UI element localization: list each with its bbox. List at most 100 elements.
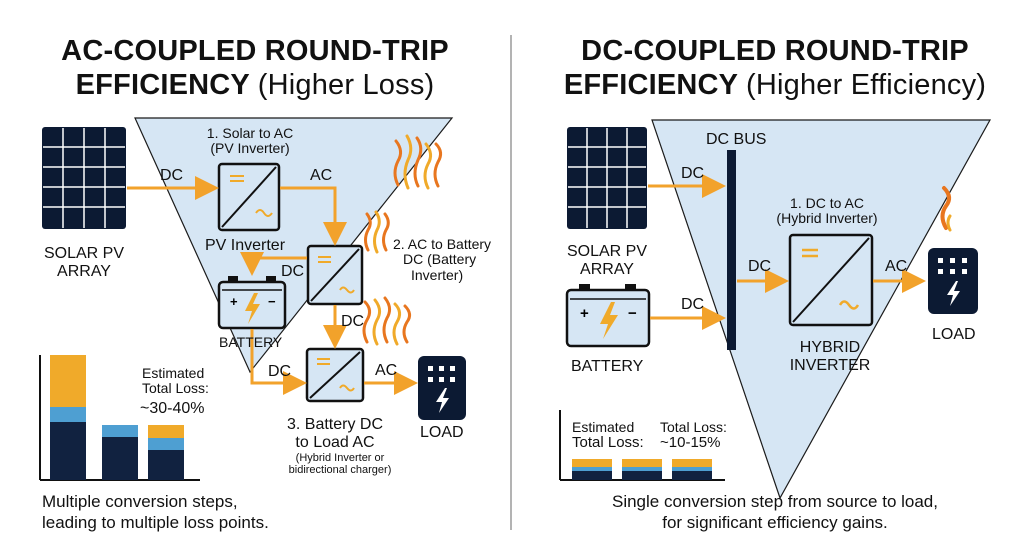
left-loss-label-line1: Estimated — [142, 365, 205, 381]
left-load-label: LOAD — [420, 424, 464, 441]
right-loss-bar-1-segment-1 — [572, 471, 612, 480]
right-ac-label: AC — [885, 258, 908, 275]
left-solar-panel-icon — [42, 127, 126, 229]
left-loss-bar-1-segment-3 — [50, 355, 86, 407]
left-heat-loss-icon-3 — [362, 296, 412, 346]
left-battery-label: BATTERY — [219, 334, 283, 350]
right-load-label: LOAD — [932, 326, 976, 343]
left-title-line2-paren: (Higher Loss) — [257, 68, 435, 101]
left-loss-bar-1-segment-1 — [50, 422, 86, 480]
left-step1-line2: (PV Inverter) — [210, 140, 290, 157]
right-caption: Single conversion step from source to lo… — [540, 492, 1010, 532]
right-caption-line1: Single conversion step from source to lo… — [611, 492, 938, 511]
right-step1-line2: (Hybrid Inverter) — [776, 210, 878, 227]
left-title-line1: AC-COUPLED ROUND-TRIP — [61, 35, 449, 67]
left-step2-label: 2. AC to Battery DC (Battery Inverter) — [393, 236, 492, 283]
left-step1-label: 1. Solar to AC (PV Inverter) — [190, 125, 310, 157]
left-loss-chart — [50, 355, 184, 480]
left-ac-label-2: AC — [375, 362, 398, 379]
left-caption: Multiple conversion steps, leading to mu… — [42, 492, 269, 532]
right-loss-chart — [572, 459, 712, 480]
left-loss-bar-1-segment-2 — [50, 407, 86, 422]
right-loss-bar-2-segment-1 — [622, 471, 662, 480]
right-dc-label-3: DC — [748, 258, 772, 275]
left-loss-label: Estimated Total Loss: — [142, 365, 209, 397]
left-battery-inverter-icon — [306, 244, 364, 306]
left-step2-line1: 2. AC to Battery — [393, 236, 492, 252]
left-dc-label-2: DC — [281, 263, 305, 280]
right-title-line2-bold: EFFICIENCY — [563, 68, 738, 101]
right-solar-label-line1: SOLAR PV — [566, 243, 648, 260]
right-solar-panel-icon — [567, 127, 647, 229]
left-heat-loss-icon-2 — [364, 210, 390, 254]
right-loss-bar-3-segment-3 — [672, 459, 712, 467]
arrow-battery-to-hybrid — [250, 329, 307, 395]
left-step3-line2: to Load AC — [295, 433, 375, 451]
left-step3-line1: 3. Battery DC — [286, 416, 384, 433]
left-step2-line2: DC (Battery — [403, 251, 477, 268]
right-loss-value: ~10-15% — [660, 434, 721, 452]
right-loss-bar-2-segment-2 — [622, 467, 662, 471]
left-loss-bar-3-segment-3 — [148, 425, 184, 438]
right-loss-label: Estimated Total Loss: — [572, 419, 644, 452]
left-loss-bar-3-segment-2 — [148, 438, 184, 450]
left-hybrid-inverter-icon — [305, 347, 365, 403]
right-loss-bar-1-segment-2 — [572, 467, 612, 471]
right-solar-label: SOLAR PV ARRAY — [557, 243, 657, 278]
left-flow-arrows — [127, 176, 418, 395]
right-hybrid-inverter-icon — [788, 233, 874, 327]
right-dc-label-2: DC — [681, 296, 705, 313]
dc-bus-bar — [727, 150, 736, 350]
left-loss-value: ~30-40% — [140, 400, 205, 417]
left-step3-note: (Hybrid Inverter or bidirectional charge… — [270, 452, 410, 476]
left-battery-icon: + − — [217, 276, 287, 330]
left-load-icon — [418, 356, 466, 420]
svg-text:+: + — [580, 305, 589, 322]
left-step3-note-line1: (Hybrid Inverter or — [295, 452, 385, 464]
left-step3-label: 3. Battery DC to Load AC — [270, 416, 400, 451]
right-hybrid-label-line1: HYBRID — [799, 339, 861, 356]
left-solar-label: SOLAR PV ARRAY — [34, 245, 134, 280]
left-loss-bar-2-segment-1 — [102, 437, 138, 480]
left-step1-line1: 1. Solar to AC — [206, 125, 294, 141]
right-step1-label: 1. DC to AC (Hybrid Inverter) — [762, 195, 892, 227]
left-step2-line3: Inverter) — [411, 266, 464, 283]
left-pv-inverter-icon — [217, 162, 281, 232]
arrow-pv-inverter-to-battery-inverter — [280, 186, 347, 246]
right-title-line2-paren: (Higher Efficiency) — [745, 68, 987, 101]
right-loss-title-text: Total Loss: — [660, 419, 727, 435]
left-dc-label-3: DC — [341, 313, 365, 330]
right-loss-bar-2-segment-3 — [622, 459, 662, 467]
left-title: AC-COUPLED ROUND-TRIP EFFICIENCY (Higher… — [30, 35, 480, 102]
left-caption-line1: Multiple conversion steps, — [42, 492, 238, 511]
left-loss-label-line2: Total Loss: — [142, 380, 209, 397]
left-step3-note-line2: bidirectional charger) — [288, 464, 392, 477]
right-flow-arrows — [648, 174, 926, 330]
right-caption-line2: for significant efficiency gains. — [662, 512, 888, 532]
right-hybrid-label: HYBRID INVERTER — [770, 339, 890, 374]
right-loss-label-line1: Estimated — [572, 419, 635, 435]
left-dc-label-1: DC — [160, 167, 184, 184]
right-title-line1: DC-COUPLED ROUND-TRIP — [581, 35, 969, 67]
right-battery-label: BATTERY — [571, 358, 644, 375]
right-loss-bar-3-segment-1 — [672, 471, 712, 480]
left-heat-loss-icon-1 — [393, 134, 443, 190]
left-loss-bar-3-segment-1 — [148, 450, 184, 480]
left-solar-label-line2: ARRAY — [57, 262, 111, 280]
left-solar-label-line1: SOLAR PV — [43, 245, 125, 262]
left-ac-label-1: AC — [310, 167, 333, 184]
left-dc-label-4: DC — [268, 363, 292, 380]
svg-text:+: + — [230, 294, 238, 309]
right-loss-bar-3-segment-2 — [672, 467, 712, 471]
svg-text:−: − — [628, 305, 637, 322]
left-title-line2-bold: EFFICIENCY — [75, 68, 250, 101]
right-battery-icon: + − — [565, 284, 651, 348]
right-title: DC-COUPLED ROUND-TRIP EFFICIENCY (Higher… — [545, 35, 1005, 102]
right-load-icon — [928, 248, 978, 314]
dc-bus-label: DC BUS — [706, 131, 767, 148]
right-loss-title: Total Loss: ~10-15% — [660, 419, 727, 452]
right-loss-bar-1-segment-3 — [572, 459, 612, 467]
right-dc-label-1: DC — [681, 165, 705, 182]
right-solar-label-line2: ARRAY — [580, 260, 634, 278]
